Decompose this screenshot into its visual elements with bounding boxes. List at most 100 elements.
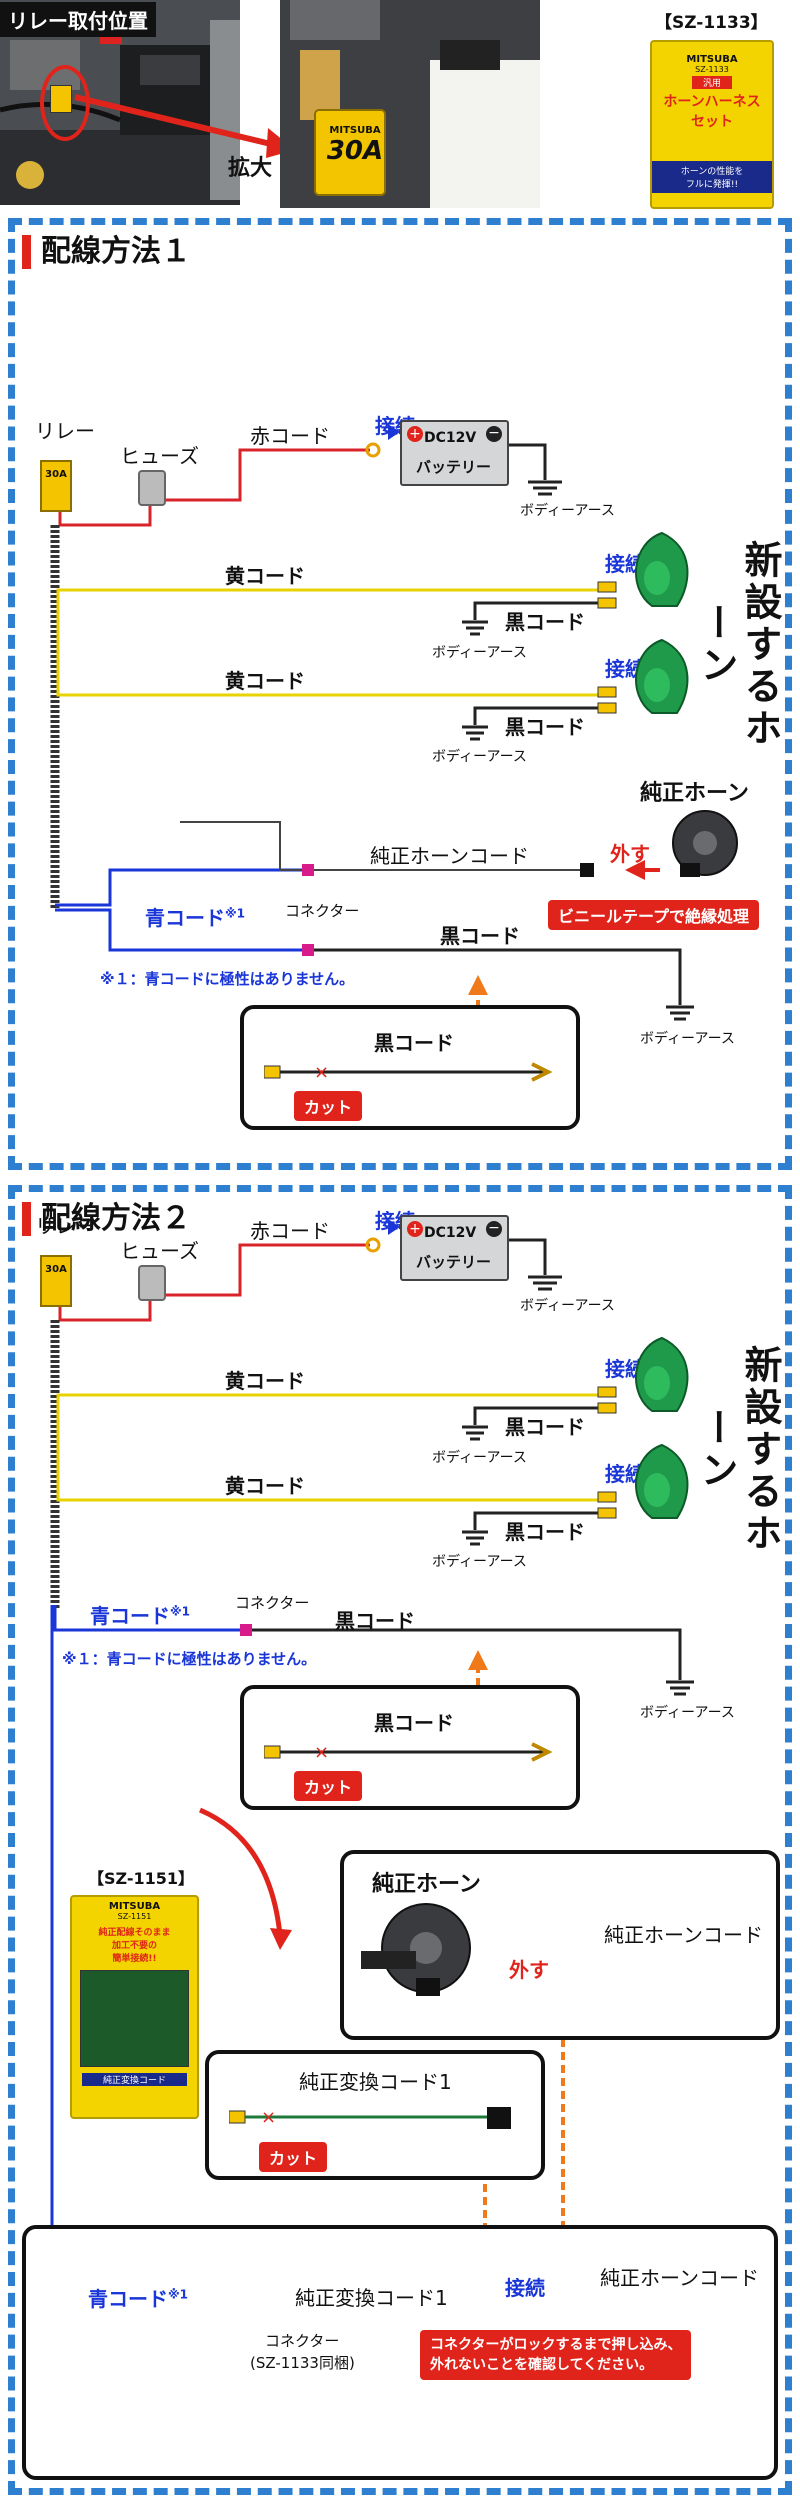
- relay-rating: 30A: [326, 136, 384, 166]
- relay-closeup-label: MITSUBA 30A: [320, 125, 390, 166]
- relay-mini: [50, 85, 72, 113]
- m2-oem-horn-label: 純正ホーン: [372, 1872, 481, 1897]
- m2-bottom-connect: 接続: [505, 2276, 545, 2300]
- m2-package-line3: 簡単接続!!: [112, 1954, 157, 1964]
- m2-bottom-connector: コネクター: [265, 2332, 340, 2350]
- m2-package-brand: MITSUBA: [108, 1901, 161, 1912]
- svg-text:×: ×: [314, 1062, 329, 1083]
- zoom-label: 拡大: [228, 156, 273, 181]
- m1-fuse-label: ヒューズ: [120, 444, 199, 468]
- m1-battery-earth-label: ボディーアース: [520, 503, 615, 519]
- m2-blue-cord-text: 青コード: [90, 1604, 170, 1628]
- m2-lock-note-line1: コネクターがロックするまで押し込み、: [430, 2337, 682, 2353]
- m2-oem-horn: [361, 1903, 471, 1996]
- m2-new-horn-2: [635, 1443, 689, 1519]
- m2-horn2-earth-label: ボディーアース: [432, 1554, 527, 1570]
- package-tagline-1: ホーンの性能を: [680, 167, 744, 177]
- m2-fuse-label: ヒューズ: [120, 1239, 199, 1263]
- m2-bottom-blue-cord: 青コード※1: [88, 2283, 188, 2312]
- m2-callout-oem-horn: 純正ホーン 外す 純正ホーンコード: [340, 1850, 780, 2040]
- m1-red-cord-label: 赤コード: [250, 424, 330, 448]
- m1-battery-label-2: バッテリー: [416, 458, 492, 476]
- relay-closeup-photo: [280, 0, 540, 208]
- m1-black-cord-3: 黒コード: [440, 924, 520, 948]
- m2-bottom-connector-sub: (SZ-1133同梱): [250, 2354, 355, 2372]
- package-code: SZ-1133: [695, 65, 729, 74]
- m1-cut-label: カット: [294, 1091, 363, 1121]
- m2-battery-minus-icon: −: [486, 1221, 502, 1237]
- m2-callout-black: 黒コード × カット: [240, 1685, 580, 1810]
- m1-fuse-icon: [138, 470, 166, 506]
- m1-black-cord-2: 黒コード: [505, 715, 585, 739]
- m1-new-horn-label: 新設するホーン: [694, 540, 782, 750]
- m2-fuse-icon: [138, 1265, 166, 1301]
- m2-callout-black-cord: 黒コード: [374, 1711, 454, 1735]
- m2-product-code-1151: 【SZ-1151】: [88, 1869, 195, 1888]
- m2-lock-note-line2: 外れないことを確認してください。: [430, 2357, 654, 2373]
- m2-blue-cord-label: 青コード※1: [90, 1600, 190, 1629]
- m2-package-line2: 加工不要の: [111, 1941, 157, 1951]
- m1-horn1-earth-label: ボディーアース: [432, 645, 527, 661]
- m2-bottom-blue-cord-text: 青コード: [88, 2287, 168, 2311]
- m2-relay-rating: 30A: [45, 1264, 67, 1275]
- m2-new-horn-label: 新設するホーン: [694, 1345, 782, 1555]
- m2-package-name: 純正変換コード: [82, 2073, 187, 2086]
- m2-callout-cord: ×: [264, 1742, 553, 1763]
- m2-bottom-oem-cord: 純正ホーンコード: [600, 2266, 759, 2290]
- svg-text:×: ×: [261, 2107, 276, 2128]
- m2-horn1-earth-label: ボディーアース: [432, 1450, 527, 1466]
- m1-remove-label: 外す: [610, 842, 650, 866]
- m2-relay-box: 30A: [40, 1255, 72, 1307]
- product-code-1133: 【SZ-1133】: [655, 13, 768, 33]
- m1-blue-note-mark: ※1: [225, 906, 246, 921]
- m2-lock-note: コネクターがロックするまで押し込み、 外れないことを確認してください。: [420, 2330, 692, 2380]
- package-name-1: ホーンハーネス: [663, 94, 761, 110]
- m2-battery-label-1: DC12V: [424, 1225, 477, 1241]
- m2-battery-plus-icon: +: [407, 1221, 423, 1237]
- product-package-1133: MITSUBA SZ-1133 汎用 ホーンハーネス セット ホーンの性能を フ…: [650, 40, 774, 209]
- m1-earth-3-label: ボディーアース: [640, 1031, 735, 1047]
- m2-package-line1: 純正配線そのまま: [98, 1928, 171, 1938]
- m1-battery-minus-icon: −: [486, 426, 502, 442]
- m2-cut-label: カット: [294, 1771, 363, 1801]
- m2-product-package-1151: MITSUBA SZ-1151 純正配線そのまま 加工不要の 簡単接続!! 純正…: [70, 1895, 199, 2119]
- m1-callout-cord: ×: [264, 1062, 553, 1083]
- m1-new-horn-2: [635, 638, 689, 714]
- m1-callout: 黒コード × カット: [240, 1005, 580, 1130]
- m1-yellow-cord-1: 黄コード: [225, 564, 305, 588]
- m1-battery: + − DC12V バッテリー: [400, 420, 509, 486]
- svg-text:×: ×: [314, 1742, 329, 1763]
- package-tag: 汎用: [692, 76, 732, 89]
- m2-black-cord-1: 黒コード: [505, 1415, 585, 1439]
- m1-oem-horn-cord-label: 純正ホーンコード: [370, 844, 529, 868]
- relay-closeup-illustration: [280, 0, 540, 208]
- m2-battery: + − DC12V バッテリー: [400, 1215, 509, 1281]
- m2-bottom-note-mark: ※1: [168, 2287, 189, 2302]
- m2-remove-label: 外す: [509, 1958, 549, 1982]
- m2-conv-cord: ×: [229, 2107, 511, 2129]
- method1-title: 配線方法１: [22, 235, 191, 269]
- m2-battery-label-2: バッテリー: [416, 1253, 492, 1271]
- m1-insulate-note: ビニールテープで絶縁処理: [548, 900, 760, 930]
- m2-package-code: SZ-1151: [117, 1912, 152, 1921]
- m2-bottom-conv-cord: 純正変換コード1: [295, 2286, 448, 2310]
- m2-yellow-cord-1: 黄コード: [225, 1369, 305, 1393]
- m2-relay-label: リレー: [35, 1214, 95, 1238]
- m1-horn2-earth-label: ボディーアース: [432, 749, 527, 765]
- m1-note: ※１：青コードに極性はありません。: [100, 970, 355, 988]
- m2-black-cord-3: 黒コード: [335, 1609, 415, 1633]
- method2-title: 配線方法２: [22, 1202, 191, 1236]
- m1-blue-cord-text: 青コード: [145, 906, 225, 930]
- m2-battery-earth-label: ボディーアース: [520, 1298, 615, 1314]
- m2-package-window: [80, 1970, 189, 2067]
- m1-blue-cord-label: 青コード※1: [145, 902, 245, 931]
- m1-relay-rating: 30A: [45, 469, 67, 480]
- m2-red-cord-label: 赤コード: [250, 1219, 330, 1243]
- m2-oem-horn-cord-label: 純正ホーンコード: [604, 1923, 763, 1947]
- package-name-2: セット: [691, 114, 733, 130]
- m1-new-horn-1: [635, 531, 689, 607]
- m1-yellow-cord-2: 黄コード: [225, 669, 305, 693]
- m1-callout-black-cord: 黒コード: [374, 1031, 454, 1055]
- location-label: リレー取付位置: [8, 9, 148, 33]
- m2-yellow-cord-2: 黄コード: [225, 1474, 305, 1498]
